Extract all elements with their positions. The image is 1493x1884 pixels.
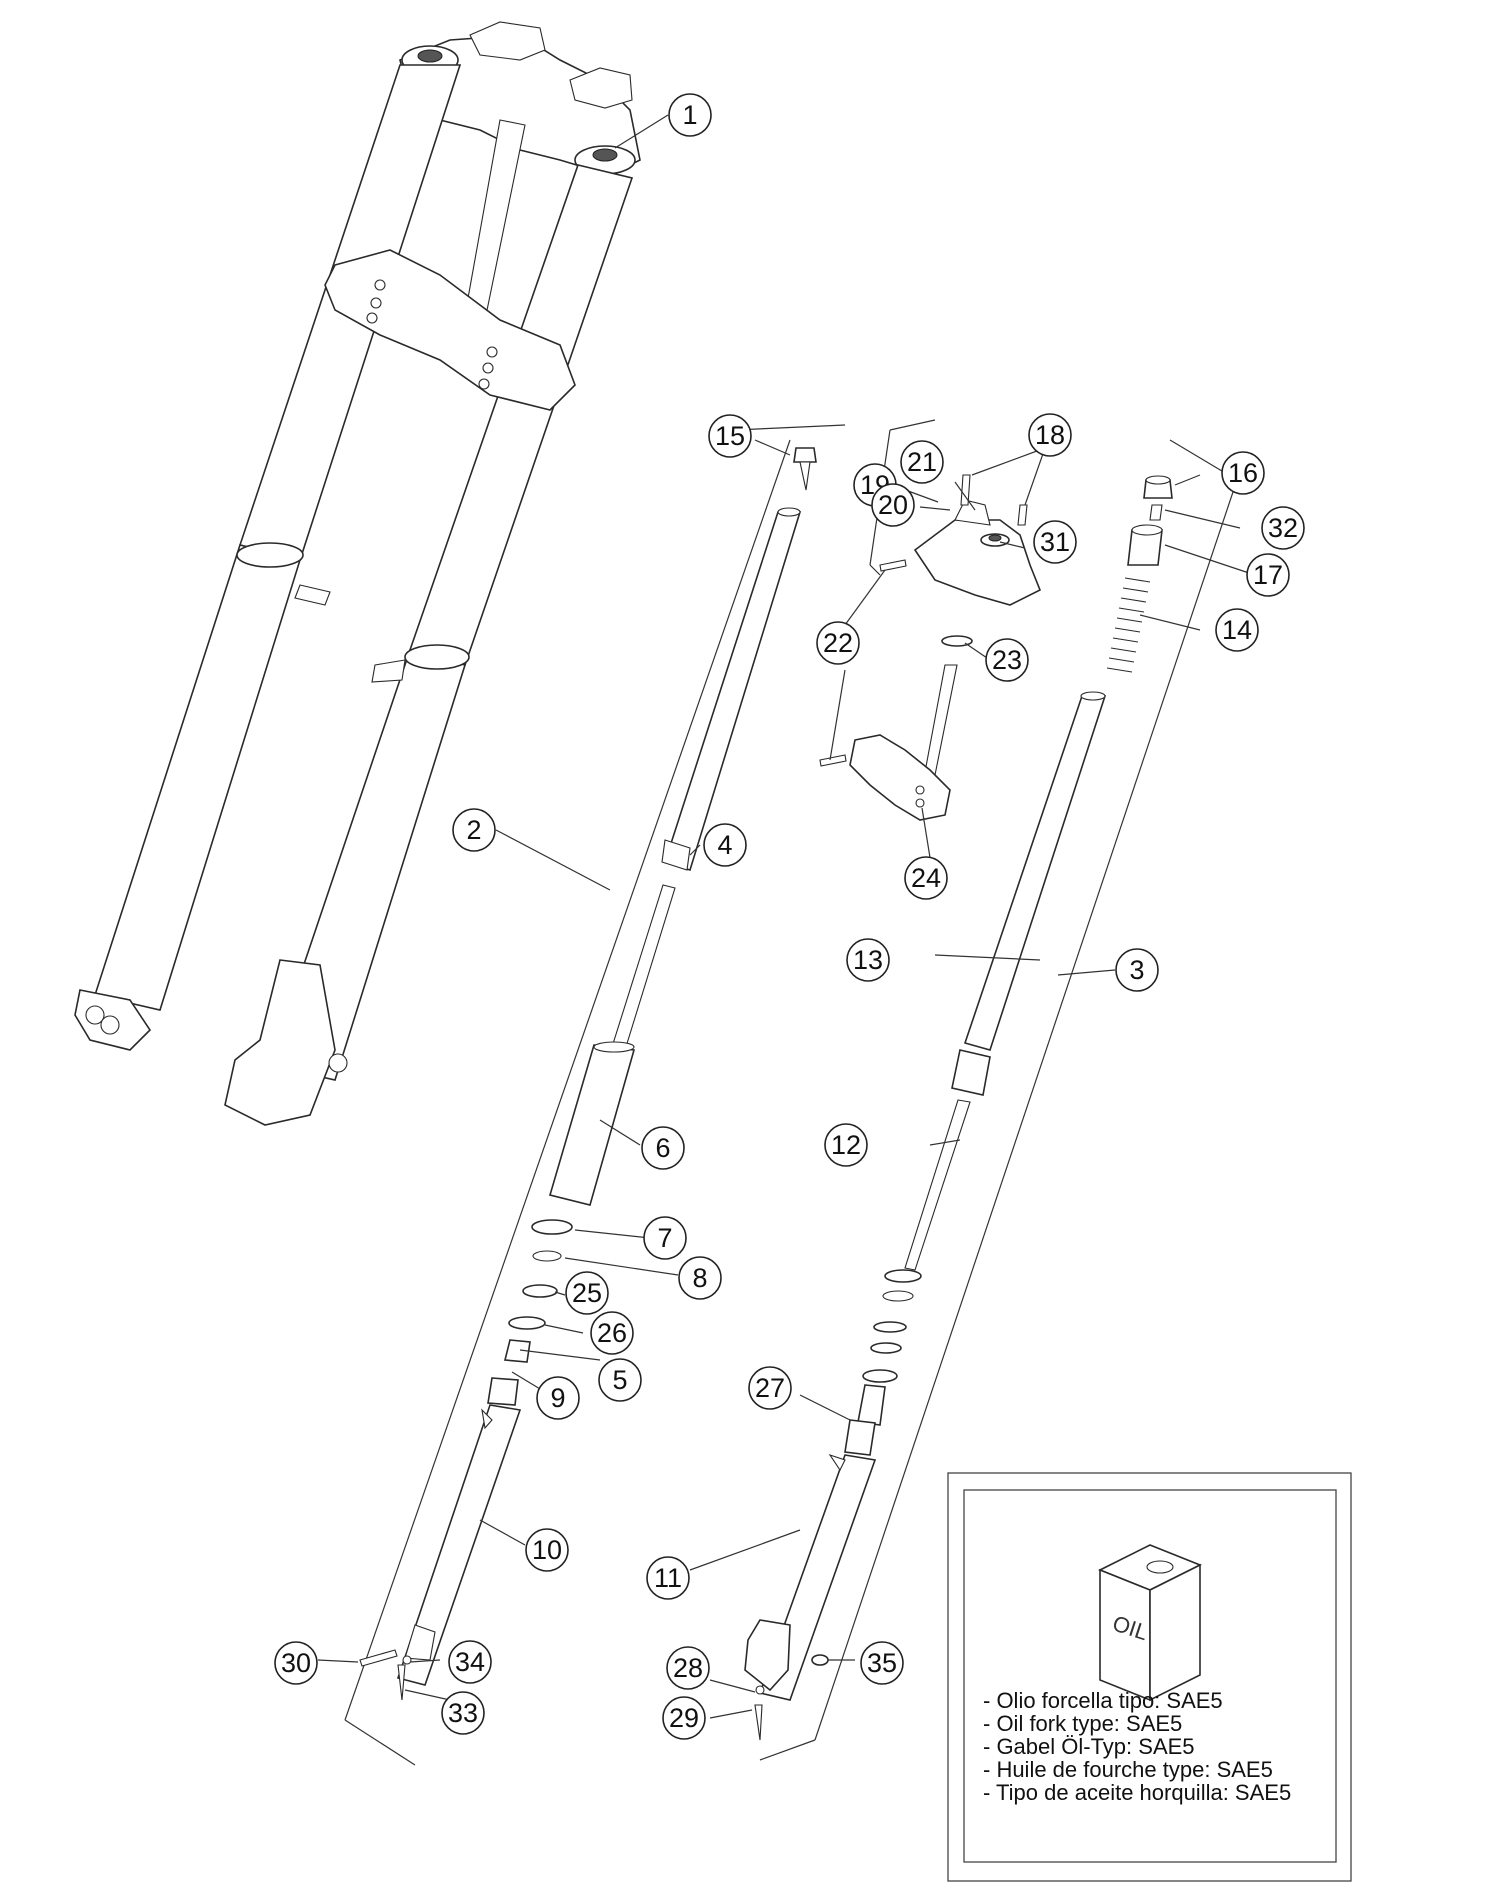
oil-note-en: - Oil fork type: SAE5 (983, 1711, 1182, 1736)
callout-1: 1 (668, 93, 712, 137)
callout-26: 26 (590, 1311, 634, 1355)
callout-5-label: 5 (612, 1365, 627, 1395)
steering-clamp-exploded (819, 419, 1042, 821)
callout-7: 7 (643, 1216, 687, 1260)
callout-32-label: 32 (1268, 513, 1298, 543)
callout-15-label: 15 (715, 421, 745, 451)
callout-7-label: 7 (657, 1223, 672, 1253)
callout-13: 13 (846, 938, 890, 982)
callout-10-label: 10 (532, 1535, 562, 1565)
callout-14-label: 14 (1222, 615, 1252, 645)
oil-can-icon: OIL (1098, 1544, 1202, 1702)
callout-21: 21 (900, 440, 944, 484)
callout-22-label: 22 (823, 628, 853, 658)
leader-lines (317, 114, 1256, 1719)
callout-8: 8 (678, 1256, 722, 1300)
callout-14: 14 (1215, 608, 1259, 652)
callout-23-label: 23 (992, 645, 1022, 675)
callout-20-label: 20 (878, 490, 908, 520)
callout-10: 10 (525, 1528, 569, 1572)
callout-33: 33 (441, 1691, 485, 1735)
callout-35-label: 35 (867, 1648, 897, 1678)
callout-11: 11 (646, 1556, 690, 1600)
callout-23: 23 (985, 638, 1029, 682)
callout-6: 6 (641, 1126, 685, 1170)
callout-1-label: 1 (682, 100, 697, 130)
oil-specification-box: OIL - Olio forcella tipo: SAE5 - Oil for… (947, 1472, 1352, 1882)
callout-17: 17 (1246, 553, 1290, 597)
callout-28: 28 (666, 1646, 710, 1690)
callout-3: 3 (1115, 948, 1159, 992)
callout-4: 4 (703, 823, 747, 867)
callout-22: 22 (816, 621, 860, 665)
callout-21-label: 21 (907, 447, 937, 477)
callout-6-label: 6 (655, 1133, 670, 1163)
oil-note-fr: - Huile de fourche type: SAE5 (983, 1757, 1273, 1782)
callout-24-label: 24 (911, 863, 941, 893)
callout-25-label: 25 (572, 1278, 602, 1308)
callout-2-label: 2 (466, 815, 481, 845)
callout-34-label: 34 (455, 1647, 485, 1677)
callout-2: 2 (452, 808, 496, 852)
oil-note-it: - Olio forcella tipo: SAE5 (983, 1688, 1223, 1713)
spring-14 (1106, 577, 1151, 673)
callout-17-label: 17 (1253, 560, 1283, 590)
callout-13-label: 13 (853, 945, 883, 975)
callout-15: 15 (708, 414, 752, 458)
callout-3-label: 3 (1129, 955, 1144, 985)
callout-31-label: 31 (1040, 527, 1070, 557)
callout-27-label: 27 (755, 1373, 785, 1403)
callout-31: 31 (1033, 520, 1077, 564)
callout-24: 24 (904, 856, 948, 900)
callout-16: 16 (1221, 451, 1265, 495)
callout-9: 9 (536, 1376, 580, 1420)
callout-12-label: 12 (831, 1130, 861, 1160)
callout-16-label: 16 (1228, 458, 1258, 488)
callout-32: 32 (1261, 506, 1305, 550)
right-fork-leg-exploded (744, 439, 1238, 1761)
callouts: 1 2 3 4 5 6 7 8 9 10 11 12 13 14 15 16 1… (274, 93, 1305, 1740)
left-fork-leg-exploded (344, 424, 846, 1766)
oil-note-es: - Tipo de aceite horquilla: SAE5 (983, 1780, 1291, 1805)
fork-assembly-illustration (74, 21, 641, 1126)
callout-18-label: 18 (1035, 420, 1065, 450)
callout-25: 25 (565, 1271, 609, 1315)
callout-33-label: 33 (448, 1698, 478, 1728)
callout-4-label: 4 (717, 830, 732, 860)
callout-11-label: 11 (654, 1563, 682, 1593)
callout-18: 18 (1028, 413, 1072, 457)
callout-9-label: 9 (550, 1383, 565, 1413)
callout-12: 12 (824, 1123, 868, 1167)
callout-26-label: 26 (597, 1318, 627, 1348)
callout-35: 35 (860, 1641, 904, 1685)
callout-34: 34 (448, 1640, 492, 1684)
callout-5: 5 (598, 1358, 642, 1402)
callout-28-label: 28 (673, 1653, 703, 1683)
callout-29-label: 29 (669, 1703, 699, 1733)
callout-8-label: 8 (692, 1263, 707, 1293)
callout-29: 29 (662, 1696, 706, 1740)
callout-30-label: 30 (281, 1648, 311, 1678)
callout-20: 20 (871, 483, 915, 527)
oil-note-de: - Gabel Öl-Typ: SAE5 (983, 1734, 1195, 1759)
callout-30: 30 (274, 1641, 318, 1685)
callout-27: 27 (748, 1366, 792, 1410)
